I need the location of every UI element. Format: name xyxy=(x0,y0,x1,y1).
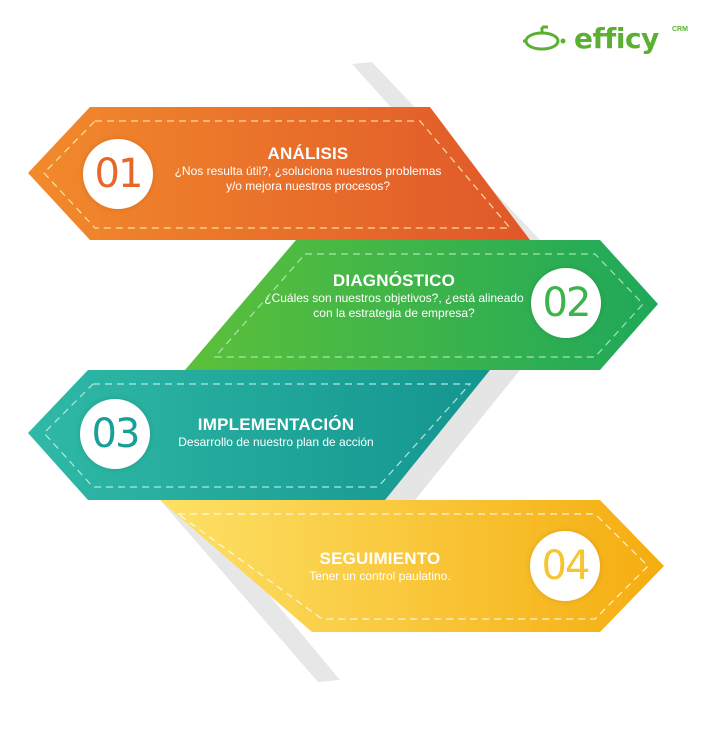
step-02-text: DIAGNÓSTICO ¿Cuáles son nuestros objetiv… xyxy=(262,271,526,321)
step-01-number-badge: 01 xyxy=(83,139,153,209)
step-02-number: 02 xyxy=(542,280,592,326)
step-03-text: IMPLEMENTACIÓN Desarrollo de nuestro pla… xyxy=(156,415,396,450)
step-03-title: IMPLEMENTACIÓN xyxy=(197,415,355,434)
step-02-description: ¿Cuáles son nuestros objetivos?, ¿está a… xyxy=(264,291,524,320)
step-02-title: DIAGNÓSTICO xyxy=(332,271,456,290)
step-03-number-badge: 03 xyxy=(80,399,150,469)
step-04-number: 04 xyxy=(541,543,591,589)
step-01-text: ANÁLISIS ¿Nos resulta útil?, ¿soluciona … xyxy=(168,144,448,194)
efficy-logo: efficy CRM xyxy=(522,18,692,62)
step-04-description: Tener un control paulatino. xyxy=(309,569,451,583)
banner-01 xyxy=(28,107,530,240)
step-04-title: SEGUIMIENTO xyxy=(319,549,441,568)
fold-bottom xyxy=(160,500,340,682)
step-01-description: ¿Nos resulta útil?, ¿soluciona nuestros … xyxy=(174,164,442,193)
logo-crm-suffix: CRM xyxy=(672,26,688,33)
step-04-text: SEGUIMIENTO Tener un control paulatino. xyxy=(290,549,470,584)
banner-04-dashed-border xyxy=(177,513,649,620)
banner-02 xyxy=(185,240,658,370)
banner-01-dashed-border xyxy=(43,120,512,229)
step-01-number: 01 xyxy=(94,151,144,197)
step-03-number: 03 xyxy=(91,411,141,457)
fold-mid-2 xyxy=(380,370,520,500)
banner-03 xyxy=(28,370,490,500)
banner-04 xyxy=(160,500,664,632)
step-02-number-badge: 02 xyxy=(531,268,601,338)
step-01-title: ANÁLISIS xyxy=(267,144,349,163)
step-03-description: Desarrollo de nuestro plan de acción xyxy=(178,435,374,449)
logo-wordmark: efficy xyxy=(574,22,659,55)
banner-02-dashed-border xyxy=(213,253,644,358)
submarine-icon xyxy=(523,25,566,51)
step-04-number-badge: 04 xyxy=(530,531,600,601)
banner-03-dashed-border xyxy=(43,383,472,488)
